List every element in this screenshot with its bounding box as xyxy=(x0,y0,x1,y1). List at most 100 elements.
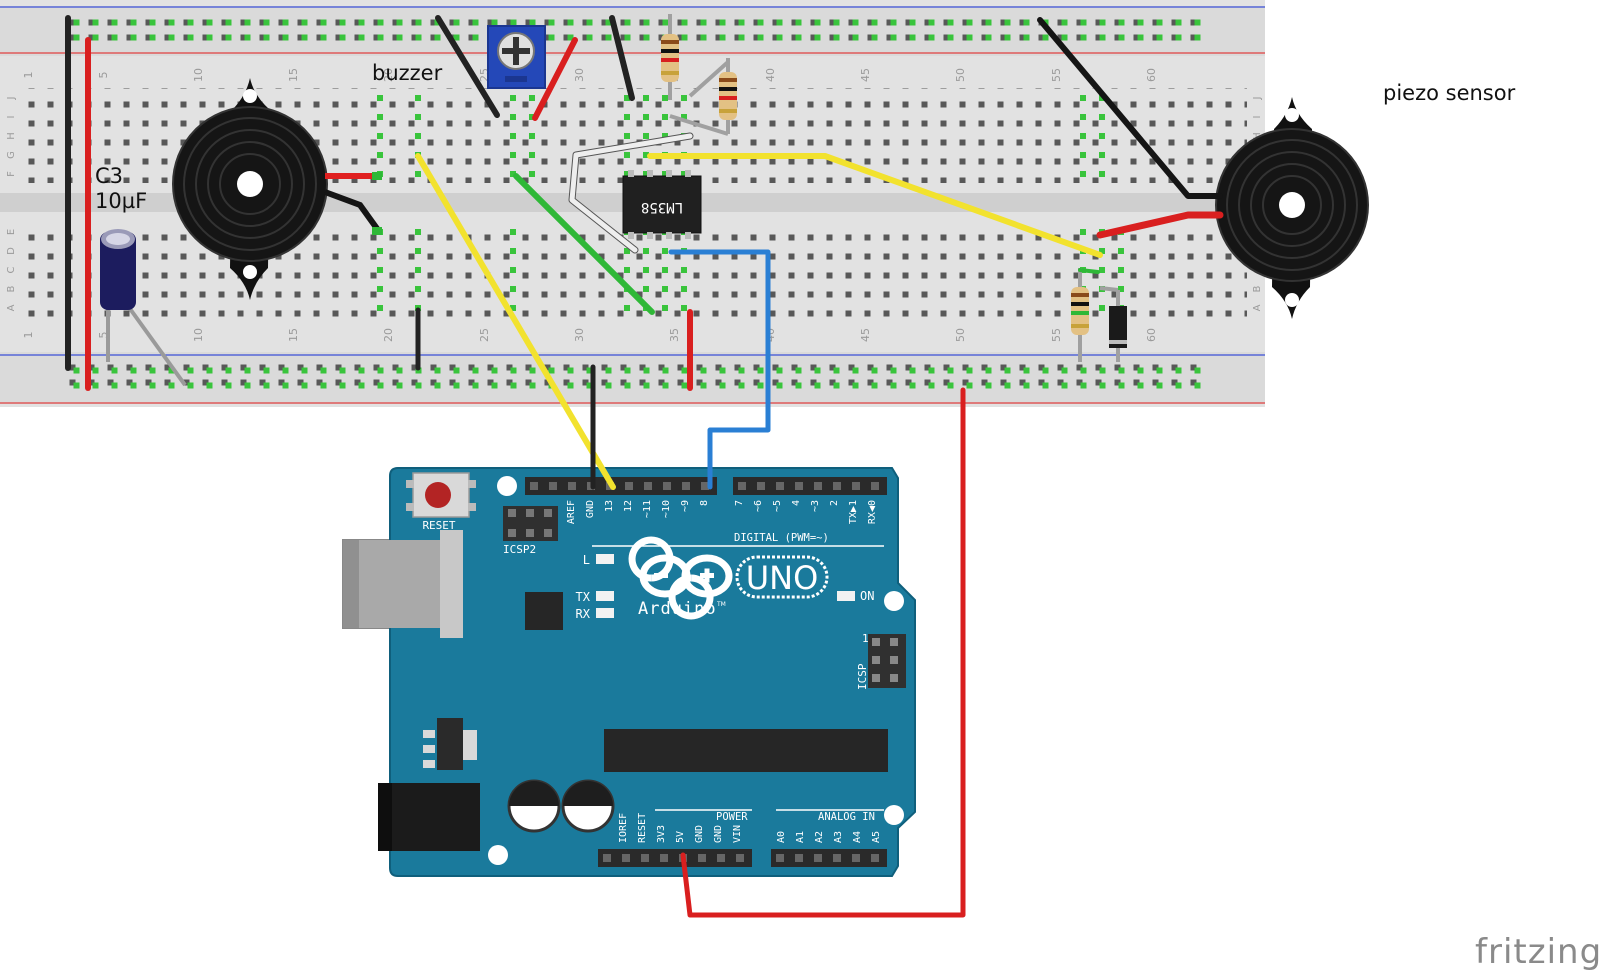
row-letter: H xyxy=(6,132,17,140)
fritzing-watermark: fritzing xyxy=(1475,932,1600,972)
digital-pin-label: 4 xyxy=(791,500,802,506)
digital-title: DIGITAL (PWM=~) xyxy=(734,532,829,544)
wire-red-pot xyxy=(532,37,578,121)
trademark: TM xyxy=(716,601,726,608)
trimmer-potentiometer xyxy=(487,25,546,89)
row-letter: A xyxy=(6,304,17,311)
wires xyxy=(65,15,1224,918)
column-number: 5 xyxy=(97,72,110,79)
led-l xyxy=(596,554,614,564)
analog-pin-label: A5 xyxy=(871,831,882,843)
row-letter: C xyxy=(6,266,17,273)
wire-blue xyxy=(668,249,771,490)
digital-pin-label: 8 xyxy=(699,500,710,506)
column-number: 10 xyxy=(192,68,205,82)
electrolytic-capacitor xyxy=(561,779,615,833)
dc-power-jack xyxy=(378,783,480,851)
power-header xyxy=(598,849,752,867)
power-pin-label: RESET xyxy=(637,813,648,843)
analog-header xyxy=(771,849,887,867)
row-letter: G xyxy=(6,151,17,159)
mounting-hole xyxy=(497,476,517,496)
icsp2-label: ICSP2 xyxy=(503,543,536,556)
column-number: 1 xyxy=(22,332,35,339)
column-number: 55 xyxy=(1050,68,1063,82)
analog-pin-label: A2 xyxy=(814,831,825,843)
column-number: 30 xyxy=(573,328,586,342)
reset-button[interactable] xyxy=(412,472,470,518)
digital-pin-label: ~10 xyxy=(661,500,672,518)
buzzer-label: buzzer xyxy=(372,61,443,85)
analog-pin-label: A0 xyxy=(776,831,787,843)
capacitor-value-label: 10µF xyxy=(95,189,147,213)
row-letter: B xyxy=(1252,285,1263,292)
digital-pin-label: 12 xyxy=(623,500,634,512)
column-number: 35 xyxy=(668,328,681,342)
wire-green xyxy=(513,173,655,315)
power-pin-label: 5V xyxy=(675,831,686,843)
piezo-sensor-component xyxy=(1215,97,1369,319)
row-letter: D xyxy=(6,247,17,255)
analog-pin-label: A4 xyxy=(852,831,863,843)
power-pin-label: GND xyxy=(713,825,724,843)
wire-black-top xyxy=(609,15,635,101)
column-number: 60 xyxy=(1145,68,1158,82)
reset-label: RESET xyxy=(422,519,455,532)
row-letter: A xyxy=(1252,304,1263,311)
power-pin-labels: IOREF RESET 3V3 5V GND GND VIN xyxy=(618,813,743,843)
row-letter: J xyxy=(1252,97,1263,101)
led-rx-label: RX xyxy=(576,607,591,621)
capacitor-ref-label: C3 xyxy=(95,164,123,188)
piezo-sensor-label: piezo sensor xyxy=(1383,81,1516,105)
wire-red-sensor xyxy=(1096,211,1224,239)
led-rx xyxy=(596,608,614,618)
power-pin-label: IOREF xyxy=(618,813,629,843)
digital-pin-label: ~3 xyxy=(810,500,821,512)
digital-pin-label: ~9 xyxy=(680,500,691,512)
row-letter: I xyxy=(1252,116,1263,119)
column-number: 15 xyxy=(287,68,300,82)
column-number: 20 xyxy=(382,328,395,342)
column-number: 5 xyxy=(97,332,110,339)
column-number: 45 xyxy=(859,328,872,342)
row-letter: J xyxy=(6,97,17,101)
arduino-brand: Arduino xyxy=(638,599,717,619)
digital-pin-label: 2 xyxy=(829,500,840,506)
column-number: 1 xyxy=(22,72,35,79)
led-on xyxy=(837,591,855,601)
row-letter: H xyxy=(1252,132,1263,140)
row-letter: B xyxy=(6,285,17,292)
resistor xyxy=(669,58,737,136)
mounting-hole xyxy=(488,845,508,865)
row-letter: I xyxy=(6,116,17,119)
usb-chip xyxy=(525,592,563,630)
power-pin-label: 3V3 xyxy=(656,825,667,843)
digital-pin-label: 7 xyxy=(734,500,745,506)
power-title: POWER xyxy=(716,811,748,823)
mounting-hole xyxy=(884,591,904,611)
wire-red-5v xyxy=(680,387,966,918)
row-letter: E xyxy=(6,229,17,235)
arduino-pcb xyxy=(389,467,916,877)
power-pin-label: GND xyxy=(694,825,705,843)
power-pin-label: VIN xyxy=(732,825,743,843)
resistor xyxy=(661,14,679,100)
column-number: 55 xyxy=(1050,328,1063,342)
column-number: 20 xyxy=(382,68,395,82)
mounting-hole xyxy=(884,805,904,825)
icsp-pin1-label: 1 xyxy=(862,632,869,645)
led-tx xyxy=(596,591,614,601)
column-number: 40 xyxy=(764,68,777,82)
icsp2-header xyxy=(503,506,558,541)
digital-pin-label: ~6 xyxy=(753,500,764,512)
capacitor-c3 xyxy=(100,229,187,387)
column-number: 15 xyxy=(287,328,300,342)
digital-header xyxy=(525,477,887,495)
resistor xyxy=(1071,268,1089,362)
